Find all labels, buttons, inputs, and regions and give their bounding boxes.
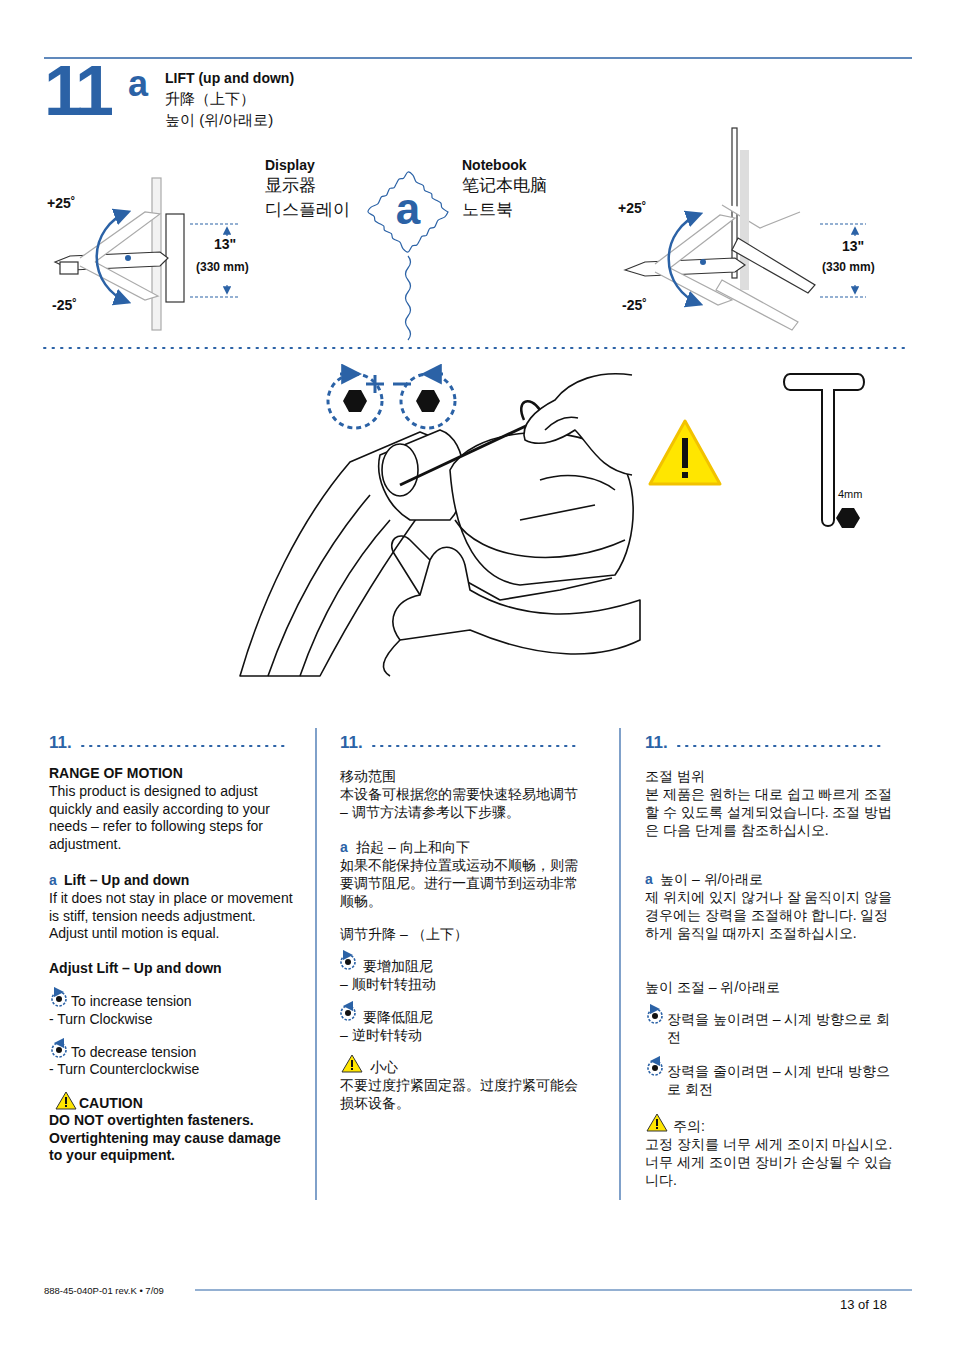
instruction-text: – 逆时针转动	[340, 1026, 580, 1044]
instruction-text: +25˚	[47, 195, 97, 212]
instruction-text: 13"	[842, 238, 882, 255]
instruction-text: RANGE OF MOTION	[49, 765, 289, 783]
instruction-text: – 顺时针转扭动	[340, 975, 580, 993]
instruction-text: 调节升降 – （上下）	[340, 925, 580, 943]
warning-symbol	[650, 421, 720, 484]
instruction-text: 小心	[370, 1058, 520, 1076]
column-rule	[315, 728, 316, 1200]
instruction-text: 주의:	[673, 1117, 823, 1135]
instruction-text: 要降低阻尼	[363, 1008, 563, 1026]
section-letter: a	[396, 187, 420, 231]
dotted-divider	[44, 347, 910, 349]
instruction-text: 본 제품은 원하는 대로 쉽고 빠르게 조절할 수 있도록 설계되었습니다. 조…	[645, 785, 900, 840]
instruction-text: 如果不能保持位置或运动不顺畅，则需要调节阻尼。进行一直调节到运动非常顺畅。	[340, 856, 585, 911]
instruction-text: 노트북	[462, 199, 582, 221]
instruction-text: +25˚	[618, 200, 668, 217]
instruction-text: 디스플레이	[265, 199, 385, 221]
step-marker: a	[49, 872, 63, 890]
step-marker: 11.	[340, 733, 380, 753]
instruction-text: 장력을 높이려면 – 시계 방향으로 회전	[667, 1010, 902, 1046]
instruction-text: 4mm	[838, 488, 878, 501]
instruction-text: 장력을 줄이려면 – 시계 반대 방향으로 회전	[667, 1062, 902, 1098]
instruction-text: Notebook	[462, 157, 582, 174]
instruction-text: 移动范围	[340, 767, 580, 785]
step-marker: 11.	[49, 733, 89, 753]
hub-adjustment-illustration	[240, 374, 640, 676]
notebook-range-figure	[625, 128, 866, 330]
display-range-figure	[55, 178, 240, 330]
instruction-text: - Turn Counterclockwise	[49, 1061, 289, 1079]
instruction-text: 조절 범위	[645, 767, 885, 785]
instruction-text: To increase tension	[71, 993, 291, 1011]
instruction-text: 本设备可根据您的需要快速轻易地调节 – 调节方法请参考以下步骤。	[340, 785, 585, 821]
instruction-text: -25˚	[622, 297, 672, 314]
top-rule	[44, 57, 912, 59]
instruction-text: - Turn Clockwise	[49, 1011, 289, 1029]
instruction-text: 13 of 18	[840, 1297, 915, 1313]
instruction-text: 높이 (위/아래로)	[165, 110, 365, 130]
instruction-text: 888-45-040P-01 rev.K • 7/09	[44, 1285, 264, 1296]
instruction-text: If it does not stay in place or movement…	[49, 890, 294, 943]
increase-tension-icon	[328, 374, 384, 428]
step-marker: a	[340, 838, 354, 856]
column-rule	[619, 728, 620, 1200]
instruction-text: 제 위치에 있지 않거나 잘 움직이지 않을 경우에는 장력을 조절해야 합니다…	[645, 888, 900, 943]
instruction-text: Display	[265, 157, 385, 174]
instruction-text: -25˚	[52, 297, 102, 314]
decrease-tension-icon	[393, 374, 455, 428]
step-marker: a	[128, 66, 158, 102]
instruction-text: 笔记本电脑	[462, 175, 582, 197]
instruction-text: 높이 조절 – 위/아래로	[645, 978, 895, 996]
instruction-text: 不要过度拧紧固定器。过度拧紧可能会损坏设备。	[340, 1076, 585, 1112]
instruction-text: Lift – Up and down	[64, 872, 284, 890]
instruction-text: CAUTION	[79, 1095, 279, 1113]
instruction-text: 고정 장치를 너무 세게 조이지 마십시오. 너무 세게 조이면 장비가 손상될…	[645, 1135, 900, 1190]
bottom-rule	[195, 1289, 912, 1290]
instruction-text: DO NOT overtighten fasteners. Overtighte…	[49, 1112, 294, 1165]
instruction-text: 抬起 – 向上和向下	[356, 838, 576, 856]
step-number: 11	[44, 56, 134, 126]
dot-leader	[82, 745, 882, 747]
instruction-text: Adjust Lift – Up and down	[49, 960, 289, 978]
step-marker: 11.	[645, 733, 685, 753]
hex-key-tool	[784, 374, 864, 528]
instruction-text: 显示器	[265, 175, 385, 197]
instruction-text: 升降（上下）	[165, 89, 365, 109]
section-diamond: a	[366, 170, 450, 254]
instruction-text: 높이 – 위/아래로	[660, 870, 890, 888]
step-marker: a	[645, 870, 659, 888]
instruction-text: This product is designed to adjust quick…	[49, 783, 294, 853]
instruction-text: 要增加阻尼	[363, 957, 563, 975]
instruction-text: To decrease tension	[71, 1044, 291, 1062]
instruction-text: 13"	[214, 236, 254, 253]
instruction-text: (330 mm)	[822, 260, 902, 274]
instruction-text: LIFT (up and down)	[165, 70, 365, 87]
wavy-divider	[406, 256, 411, 340]
instruction-text: (330 mm)	[196, 260, 276, 274]
